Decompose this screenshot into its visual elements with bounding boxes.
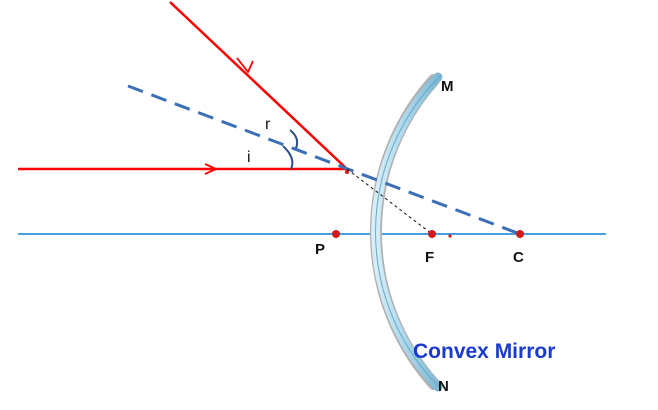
label-angle-incidence: i [247, 149, 251, 166]
label-mirror-top: M [441, 78, 454, 95]
incident-ray-arrow [204, 163, 219, 175]
label-mirror-bottom: N [438, 378, 449, 395]
label-focus: F [425, 249, 434, 266]
label-pole: P [315, 241, 325, 258]
axis-mark [448, 234, 452, 238]
pole-point [332, 230, 340, 238]
angle-arc-incidence [282, 145, 294, 170]
normal-line [127, 84, 521, 236]
incidence-point [345, 170, 349, 174]
angle-arc-reflection [289, 129, 299, 149]
reflected-ray-arrow [236, 57, 254, 74]
reflected-ray [169, 1, 348, 170]
virtual-ray-to-focus [346, 168, 433, 235]
label-angle-reflection: r [265, 116, 271, 133]
caption-convex-mirror: Convex Mirror [413, 340, 555, 363]
focus-point [428, 230, 436, 238]
mirror-edge [375, 74, 442, 390]
label-centre: C [513, 249, 524, 266]
centre-point [516, 230, 524, 238]
